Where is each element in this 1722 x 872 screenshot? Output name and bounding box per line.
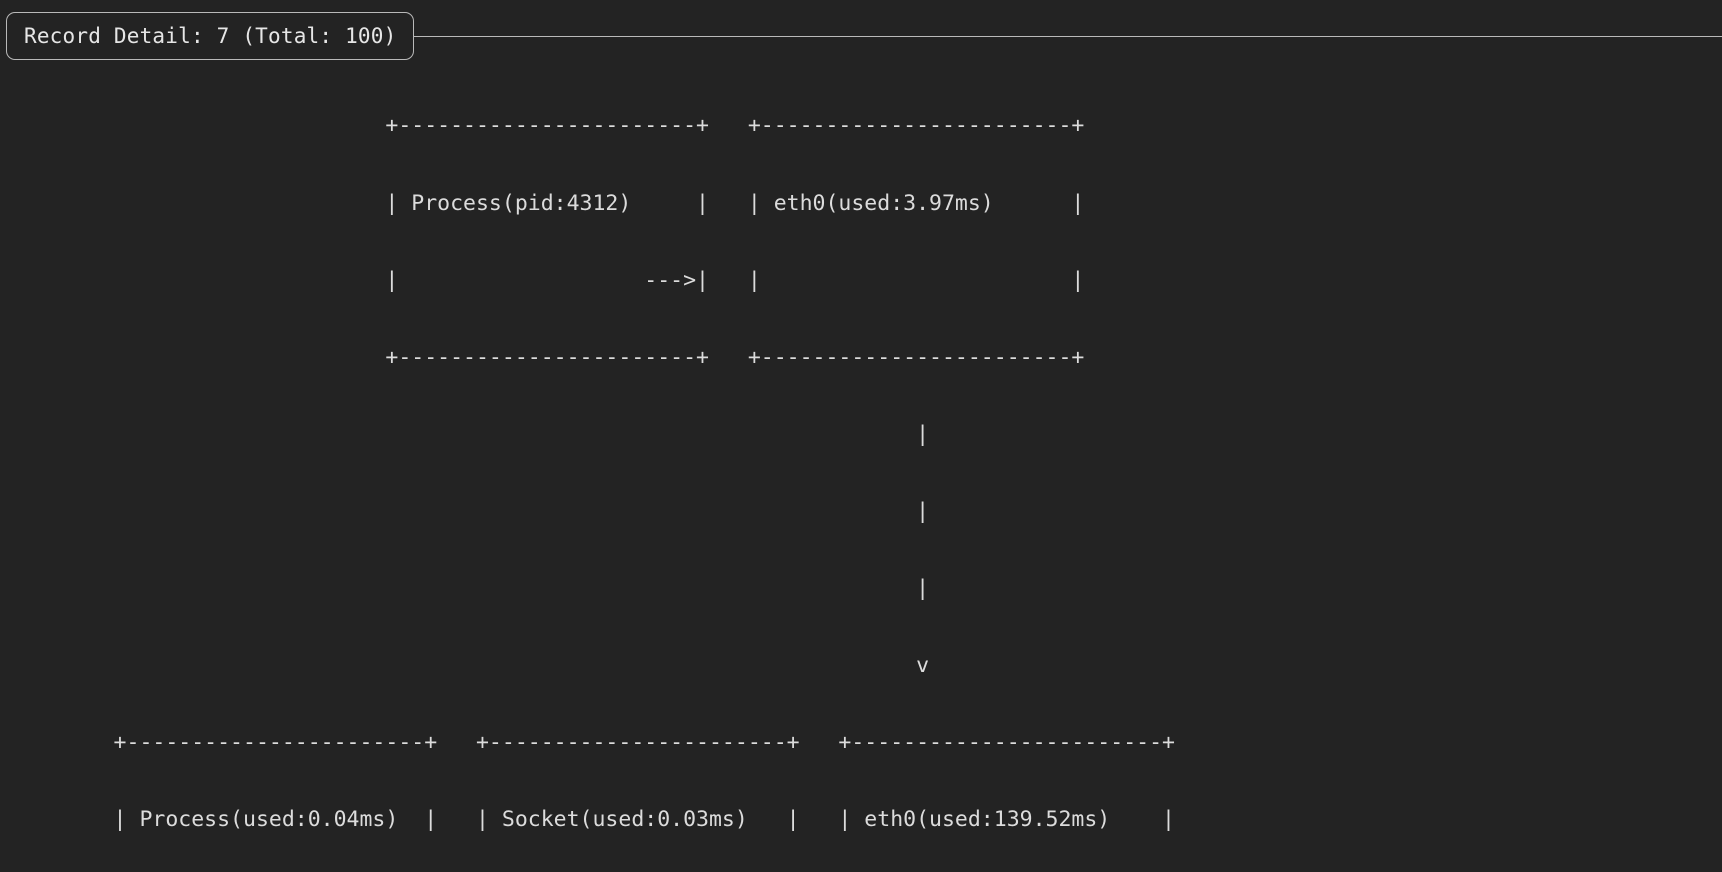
diagram-line: +-----------------------+ +-------------… [10, 113, 1085, 139]
ascii-diagram: +-----------------------+ +-------------… [0, 62, 1722, 832]
page-title: Record Detail: 7 (Total: 100) [24, 24, 397, 48]
diagram-line: | [10, 575, 930, 601]
diagram-line: +-----------------------+ +-------------… [10, 344, 1085, 370]
record-detail-title-box: Record Detail: 7 (Total: 100) [6, 12, 415, 60]
header-divider-rule [405, 36, 1722, 38]
diagram-line: | Process(used:0.04ms) | | Socket(used:0… [10, 807, 1175, 833]
diagram-line: | [10, 421, 930, 447]
diagram-line: v [10, 653, 930, 679]
terminal-screen: Record Detail: 7 (Total: 100) +---------… [0, 12, 1722, 833]
diagram-line: | Process(pid:4312) | | eth0(used:3.97ms… [10, 190, 1085, 216]
header: Record Detail: 7 (Total: 100) [0, 12, 1722, 62]
diagram-line: | [10, 498, 930, 524]
diagram-line: | --->| | | [10, 267, 1085, 293]
diagram-line: +-----------------------+ +-------------… [10, 730, 1175, 756]
